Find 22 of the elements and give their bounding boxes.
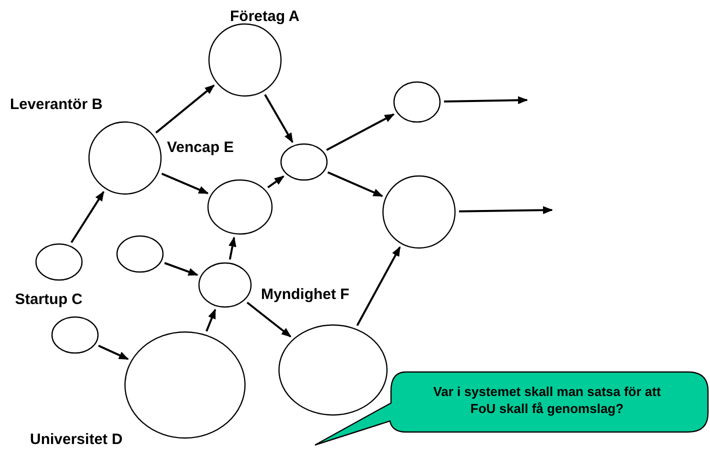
arrow <box>70 190 104 244</box>
arrow <box>161 172 209 194</box>
arrow <box>206 308 216 332</box>
node-label: Vencap E <box>167 139 234 157</box>
arrow <box>164 262 198 276</box>
node-label: Universitet D <box>30 431 123 449</box>
node-label: Startup C <box>15 291 82 309</box>
arrow <box>264 94 294 143</box>
arrow <box>155 84 215 134</box>
arrow <box>98 344 129 360</box>
node-label: Myndighet F <box>261 286 350 304</box>
node-label: Leverantör B <box>10 96 103 114</box>
arrow <box>458 206 553 214</box>
arrow <box>356 246 401 326</box>
arrow <box>267 175 284 188</box>
arrow <box>228 236 236 260</box>
arrow <box>444 96 528 104</box>
arrow <box>326 113 395 151</box>
arrow <box>246 302 292 338</box>
callout-text: Var i systemet skall man satsa för att FoU skall få genomslag? <box>432 383 662 417</box>
node-label: Företag A <box>230 8 300 26</box>
arrow <box>327 171 384 198</box>
